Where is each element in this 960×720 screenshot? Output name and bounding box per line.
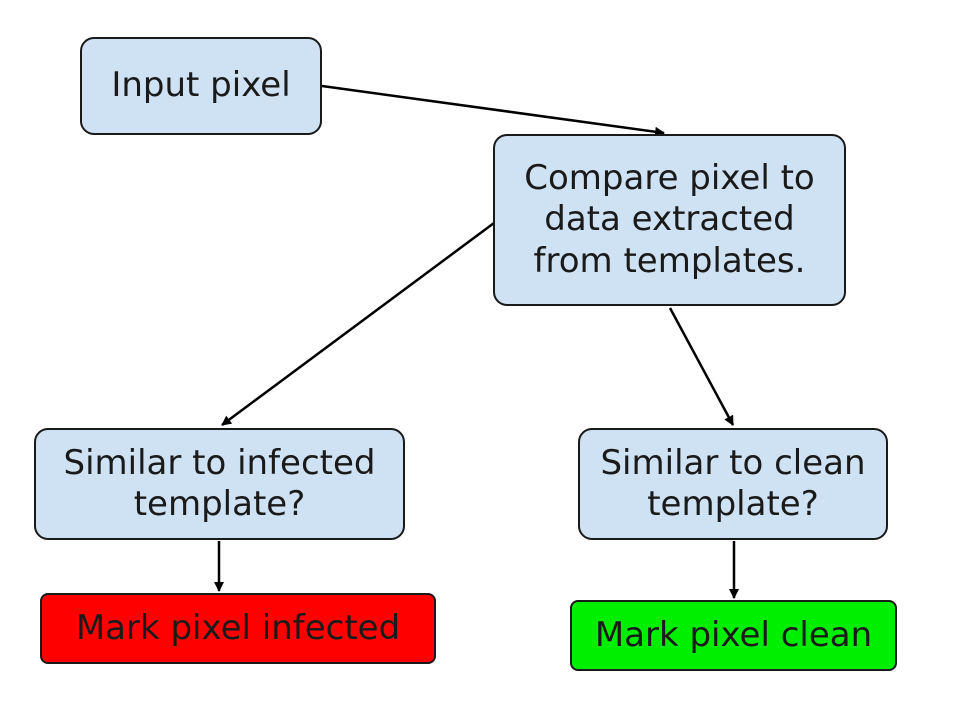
node-mark-pixel-clean: Mark pixel clean — [570, 600, 897, 671]
node-input-pixel: Input pixel — [80, 37, 322, 135]
node-compare-pixel: Compare pixel to data extracted from tem… — [493, 134, 846, 306]
edge-compare-to-similar-clean — [668, 307, 735, 426]
edge-input-to-compare — [321, 84, 665, 137]
node-similar-to-clean: Similar to clean template? — [578, 428, 888, 540]
node-mark-pixel-infected: Mark pixel infected — [40, 593, 436, 664]
node-similar-to-infected: Similar to infected template? — [34, 428, 405, 540]
edge-compare-to-similar-infected — [221, 221, 495, 427]
